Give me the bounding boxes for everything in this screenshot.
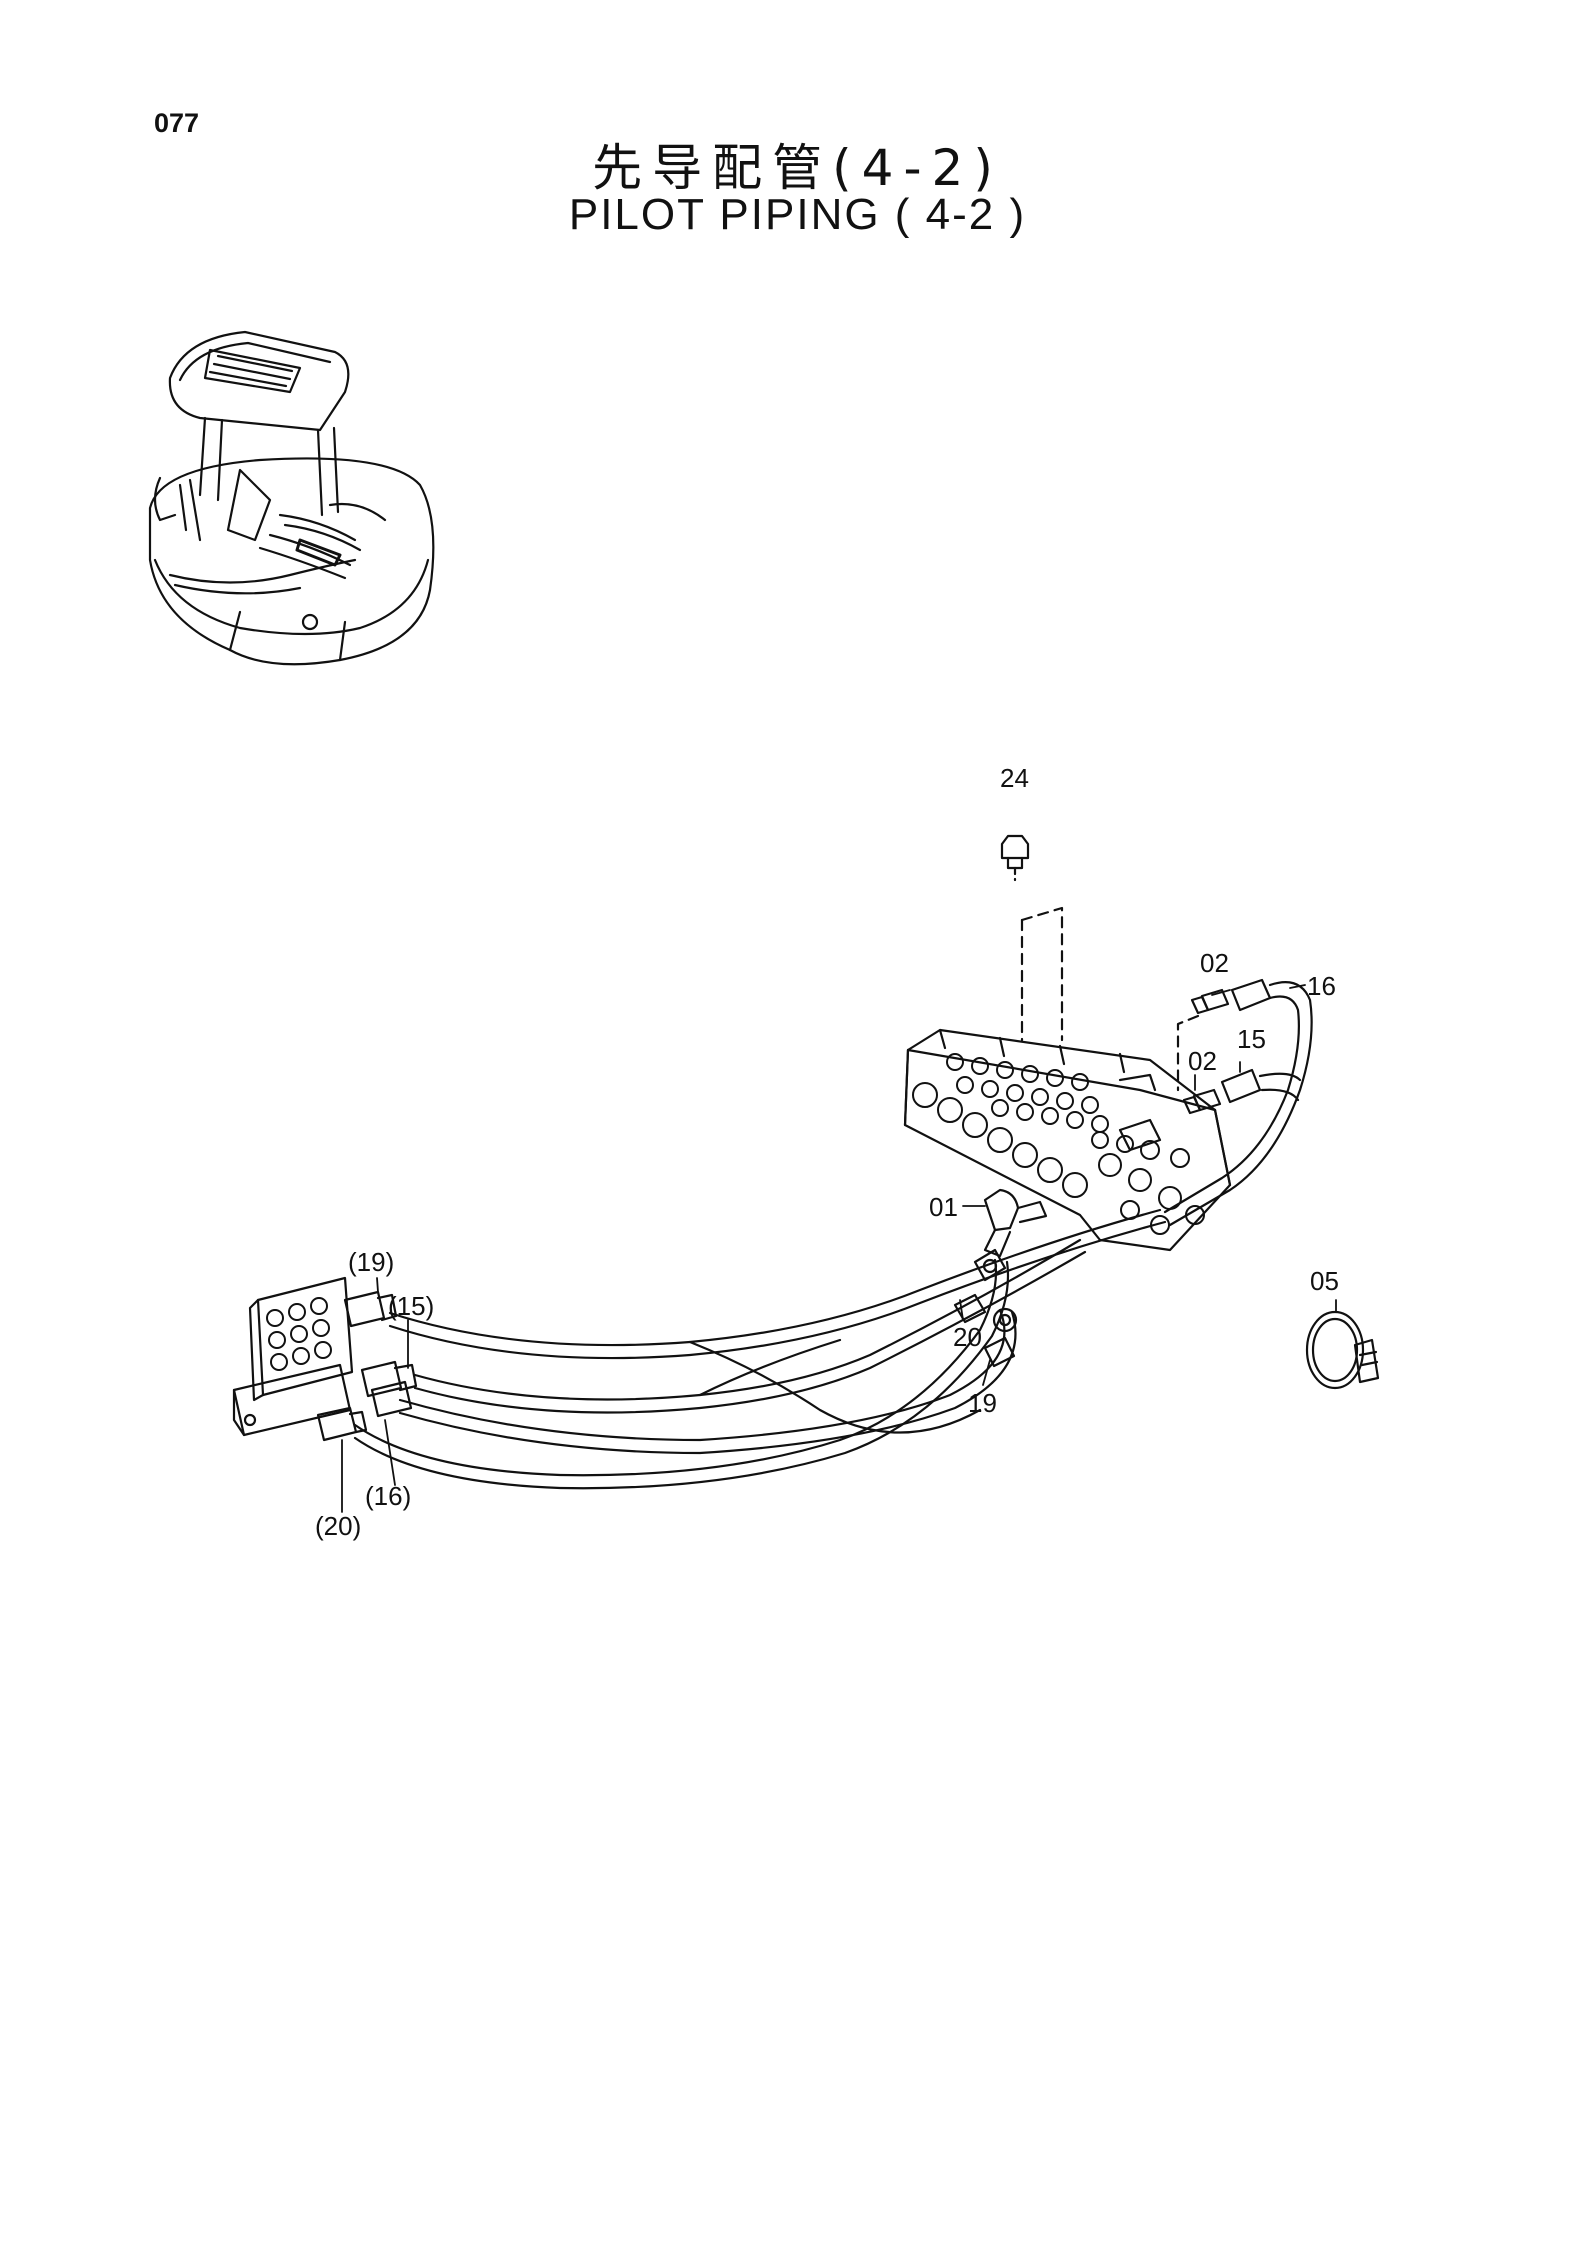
callout-15-ref: (15)	[388, 1291, 434, 1321]
hose-end-19	[983, 1307, 1018, 1368]
pilot-hoses	[353, 1208, 1167, 1490]
title-english: PILOT PIPING ( 4-2 )	[568, 190, 1027, 239]
callout-15: 15	[1237, 1024, 1266, 1054]
callout-16: 16	[1307, 971, 1336, 1001]
callout-24: 24	[1000, 763, 1029, 793]
fitting-15	[1220, 1068, 1302, 1104]
callout-02-upper: 02	[1200, 948, 1229, 978]
callout-20-ref: (20)	[315, 1511, 361, 1541]
elbow-01	[983, 1188, 1048, 1258]
callout-20: 20	[953, 1322, 982, 1352]
callout-05: 05	[1310, 1266, 1339, 1296]
callout-01: 01	[929, 1192, 958, 1222]
band-clamp-05	[1305, 1310, 1380, 1390]
page-number: 077	[154, 108, 200, 138]
callout-19: 19	[968, 1388, 997, 1418]
pilot-valve-block	[232, 1276, 418, 1442]
callout-19-ref: (19)	[348, 1247, 394, 1277]
machine-location-thumbnail	[148, 330, 435, 666]
title-chinese: 先导配管(4-2)	[592, 139, 1003, 197]
callout-02-lower: 02	[1188, 1046, 1217, 1076]
adapter-02-upper	[1190, 988, 1230, 1015]
plug-24	[1000, 834, 1030, 882]
adapter-02-lower	[1182, 1088, 1222, 1115]
callout-16-ref: (16)	[365, 1481, 411, 1511]
control-valve	[903, 1028, 1232, 1252]
